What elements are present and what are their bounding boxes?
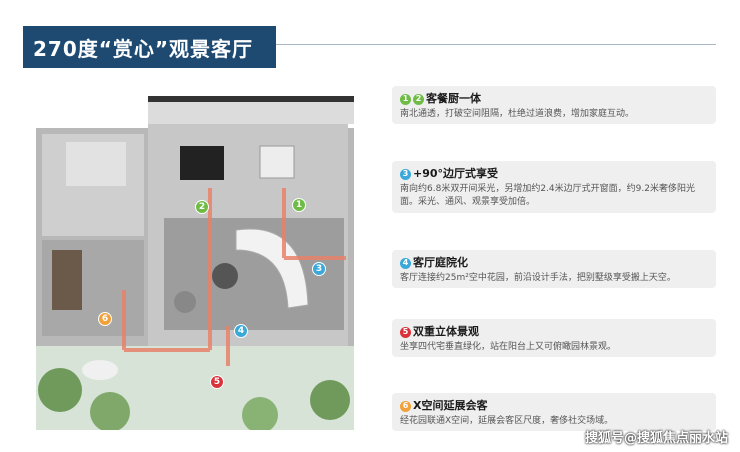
badge-6: 6 [400, 400, 411, 412]
kitchen-wall [148, 96, 354, 102]
badge-4: 4 [400, 257, 411, 269]
feature-title: 客餐厨一体 [426, 92, 481, 105]
feature-title: 双重立体景观 [413, 325, 479, 338]
sofa [235, 228, 309, 309]
feature-title: X空间延展会客 [413, 399, 488, 412]
feature-title-row: 1 2 客餐厨一体 [400, 92, 708, 106]
garden-plant [38, 368, 82, 412]
feature-description: 客厅连接约25m²空中花园，前沿设计手法，把别墅级享受搬上天空。 [400, 273, 676, 283]
marker-5: 5 [210, 375, 224, 389]
coffee-table [212, 263, 238, 289]
feature-card-landscape: 5 双重立体景观 坐享四代宅垂直绿化，站在阳台上又可俯瞰园林景观。 [392, 319, 716, 357]
page-title-text: 270度“赏心”观景客厅 [33, 36, 254, 61]
garden-plant [242, 397, 278, 430]
feature-card-courtyard: 4 客厅庭院化 客厅连接约25m²空中花园，前沿设计手法，把别墅级享受搬上天空。 [392, 250, 716, 288]
lounge-chair [174, 291, 196, 313]
feature-description: 坐享四代宅垂直绿化，站在阳台上又可俯瞰园林景观。 [400, 342, 617, 352]
badge-3: 3 [400, 168, 411, 180]
feature-title-row: 4 客厅庭院化 [400, 256, 708, 270]
view-arrows [122, 188, 346, 366]
feature-title: 客厅庭院化 [413, 256, 468, 269]
x-space-sofa [52, 250, 82, 310]
badge-5: 5 [400, 326, 411, 338]
feature-description: 南向约6.8米双开间采光，另增加约2.4米边厅式开窗面，约9.2米奢侈阳光面。采… [400, 184, 695, 207]
floor-plan-drawing [36, 96, 354, 430]
watermark: 搜狐号@搜狐焦点丽水站 [584, 431, 728, 446]
marker-3: 3 [312, 262, 326, 276]
side-table [259, 145, 295, 179]
marker-1: 1 [292, 198, 306, 212]
feature-description: 南北通透，打破空间阻隔，杜绝过道浪费，增加家庭互动。 [400, 109, 635, 119]
bed [66, 142, 126, 186]
badge-2: 2 [413, 93, 424, 105]
feature-card-open-plan: 1 2 客餐厨一体 南北通透，打破空间阻隔，杜绝过道浪费，增加家庭互动。 [392, 86, 716, 124]
marker-2: 2 [195, 200, 209, 214]
marker-6: 6 [98, 312, 112, 326]
feature-title-row: 5 双重立体景观 [400, 325, 708, 339]
feature-title-row: 6 X空间延展会客 [400, 399, 708, 413]
marker-4: 4 [234, 324, 248, 338]
garden-plant [310, 380, 350, 420]
garden-seat [82, 360, 118, 380]
garden-plant [90, 392, 130, 430]
page-title: 270度“赏心”观景客厅 [23, 26, 276, 68]
feature-title-row: 3 +90°边厅式享受 [400, 167, 708, 181]
title-divider [276, 44, 716, 45]
feature-description: 经花园联通X空间，延展会客区尺度，奢侈社交场域。 [400, 416, 614, 426]
badge-1: 1 [400, 93, 411, 105]
floor-plan: 1 2 3 4 5 6 [30, 90, 360, 430]
feature-card-x-space: 6 X空间延展会客 经花园联通X空间，延展会客区尺度，奢侈社交场域。 [392, 393, 716, 431]
feature-title: +90°边厅式享受 [413, 167, 499, 180]
garden-terrace [36, 346, 354, 430]
feature-card-side-hall: 3 +90°边厅式享受 南向约6.8米双开间采光，另增加约2.4米边厅式开窗面，… [392, 161, 716, 213]
dining-table [180, 146, 224, 180]
